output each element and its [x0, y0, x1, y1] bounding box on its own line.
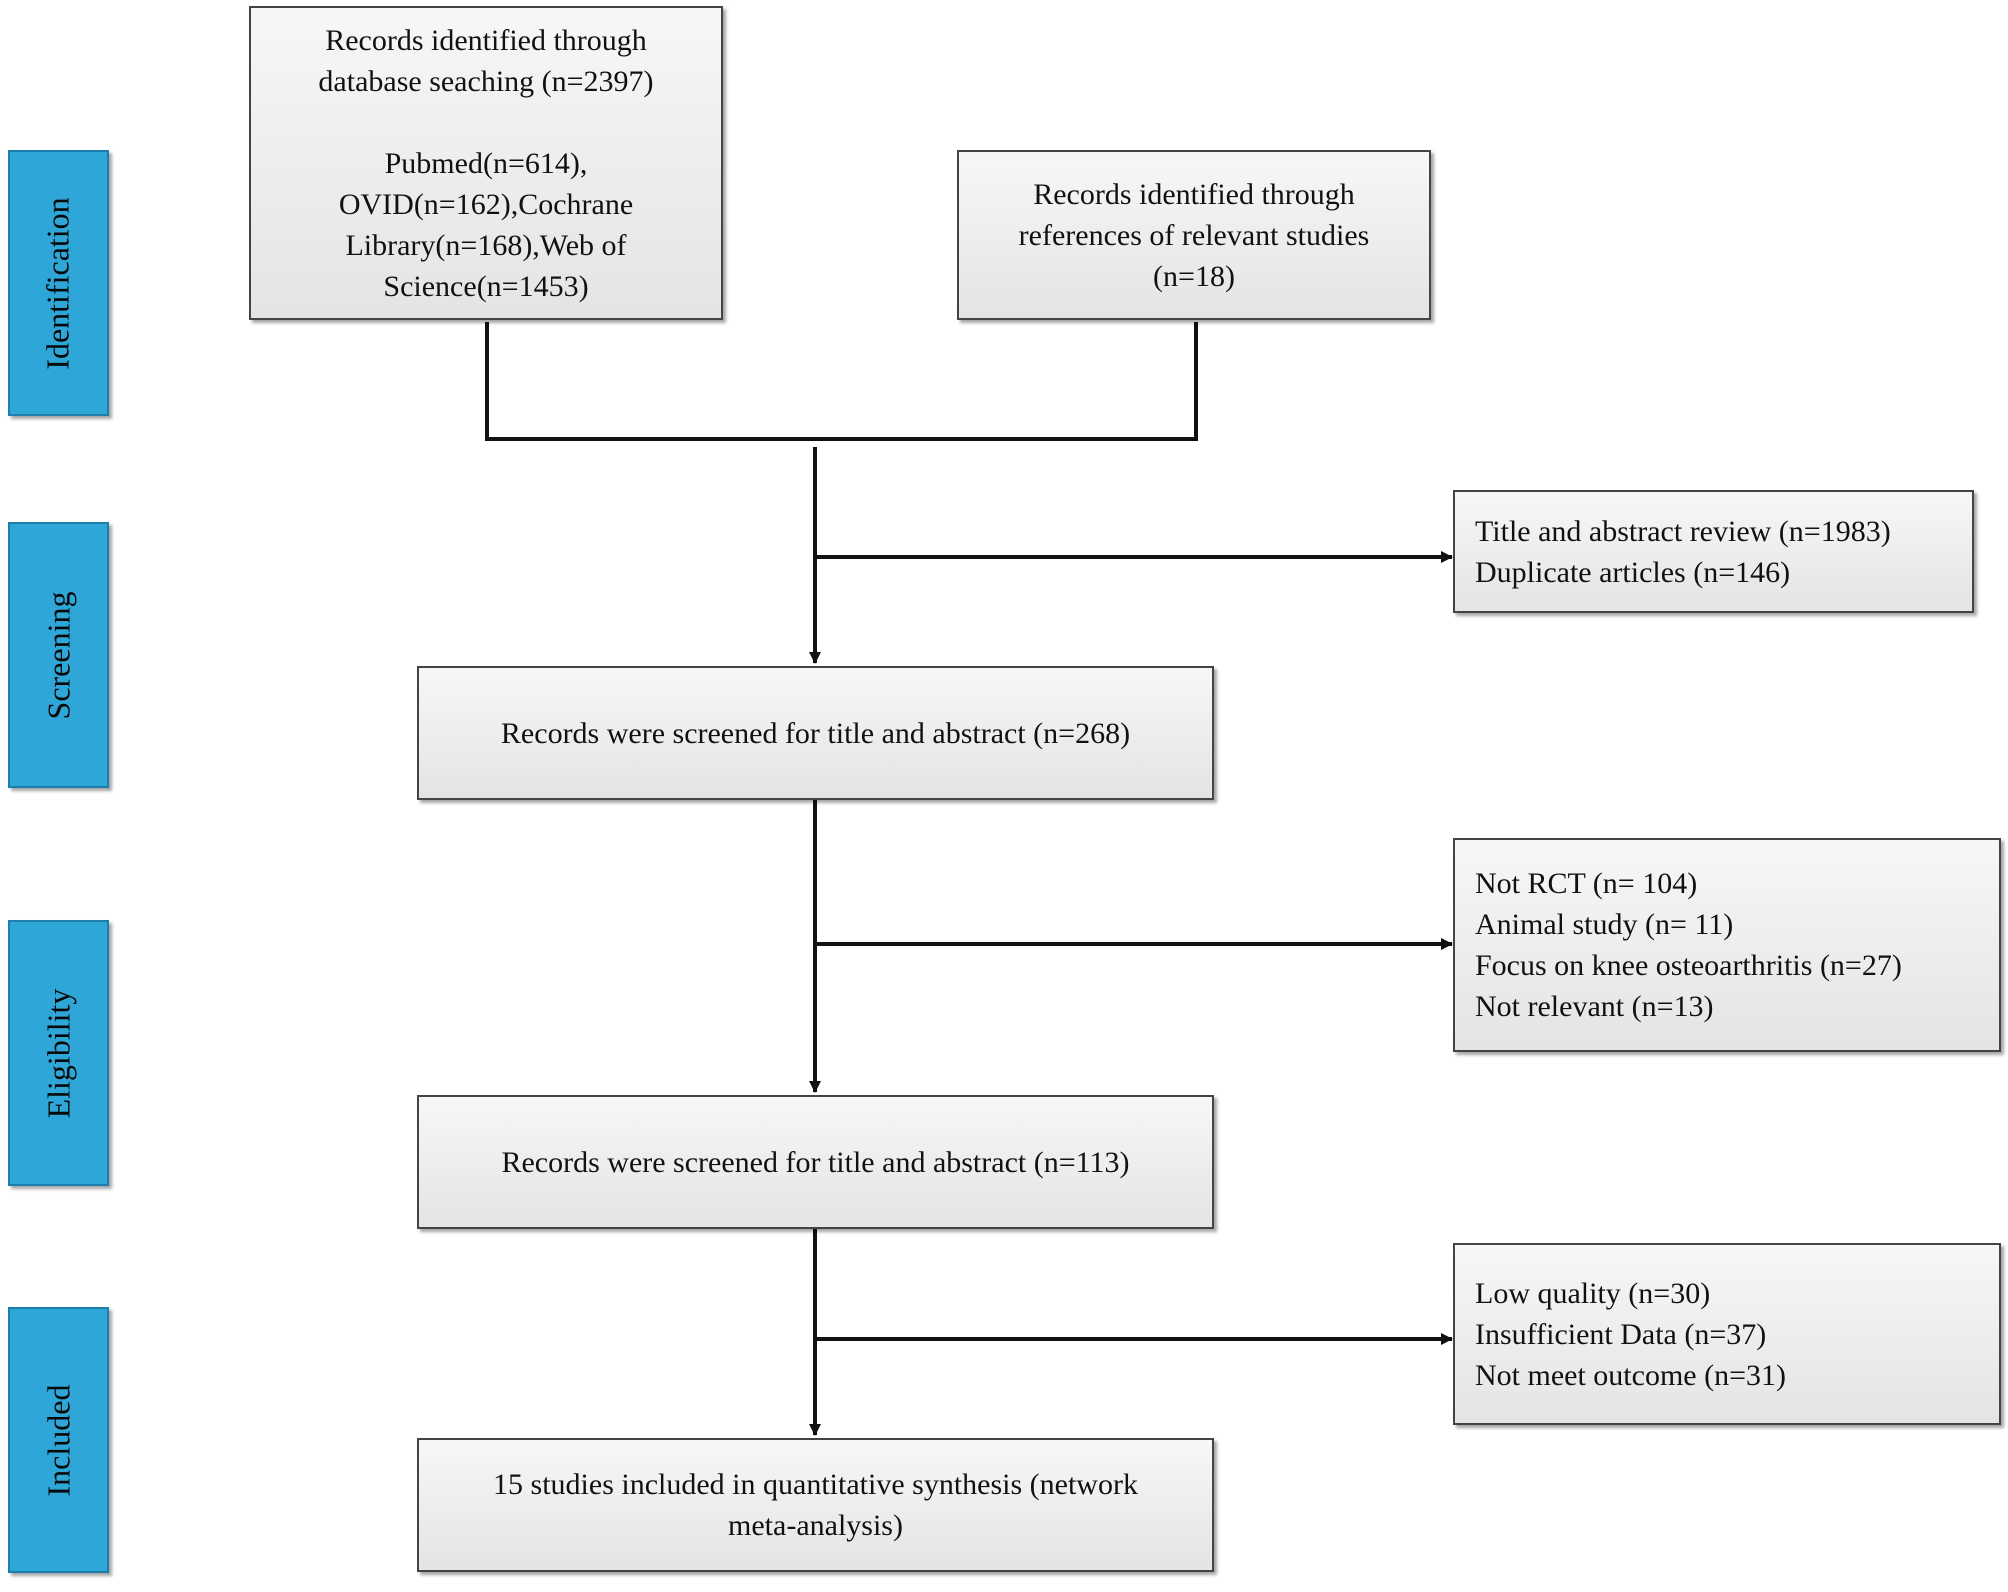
phase-label: Eligibility — [40, 988, 76, 1118]
box-text-line: Not relevant (n=13) — [1475, 990, 1714, 1023]
box-text-line: Animal study (n= 11) — [1475, 908, 1734, 941]
box-text-line: Not RCT (n= 104) — [1475, 867, 1698, 900]
reference-records-box: Records identified through references of… — [957, 150, 1431, 320]
box-text-line: Insufficient Data (n=37) — [1475, 1317, 1767, 1351]
box-text-line: OVID(n=162),Cochrane — [338, 187, 634, 221]
excluded-screening-box: Title and abstract review (n=1983) Dupli… — [1453, 490, 1974, 613]
phase-included: Included — [8, 1307, 109, 1573]
box-text-line: database seaching (n=2397) — [318, 64, 654, 98]
box-text-line: (n=18) — [1153, 259, 1235, 293]
phase-label: Included — [40, 1384, 77, 1496]
box-text-line: Science(n=1453) — [383, 269, 589, 303]
phase-screening: Screening — [8, 522, 109, 788]
box-text-line: Title and abstract review (n=1983) — [1475, 514, 1891, 548]
included-studies-box: 15 studies included in quantitative synt… — [417, 1438, 1214, 1572]
box-text-line: Not meet outcome (n=31) — [1475, 1358, 1787, 1392]
box-text-line: Records were screened for title and abst… — [501, 1145, 1130, 1179]
box-text-line: Duplicate articles (n=146) — [1475, 555, 1791, 589]
phase-label: Identification — [40, 196, 76, 370]
excluded-eligibility-box: Not RCT (n= 104) Animal study (n= 11) Fo… — [1453, 838, 2001, 1052]
box-text-line: Records identified through — [325, 23, 647, 57]
screened-records-box: Records were screened for title and abst… — [417, 666, 1214, 800]
eligible-records-box: Records were screened for title and abst… — [417, 1095, 1214, 1229]
box-text-line: Library(n=168),Web of — [345, 228, 627, 262]
box-text-line: Records were screened for title and abst… — [500, 716, 1131, 750]
excluded-included-box: Low quality (n=30) Insufficient Data (n=… — [1453, 1243, 2001, 1425]
box-text-line: Records identified through — [1033, 177, 1355, 211]
database-records-box: Records identified through database seac… — [249, 6, 723, 320]
box-text-line: Low quality (n=30) — [1475, 1276, 1711, 1310]
box-text-line: Pubmed(n=614), — [384, 146, 588, 180]
box-text-line: references of relevant studies — [1018, 218, 1370, 252]
box-text-line: Focus on knee osteoarthritis (n=27) — [1475, 949, 1902, 982]
phase-label: Screening — [40, 591, 77, 719]
box-text-line: 15 studies included in quantitative synt… — [493, 1468, 1138, 1501]
phase-identification: Identification — [8, 150, 109, 416]
phase-eligibility: Eligibility — [8, 920, 109, 1186]
box-text-line: meta-analysis) — [728, 1509, 903, 1542]
